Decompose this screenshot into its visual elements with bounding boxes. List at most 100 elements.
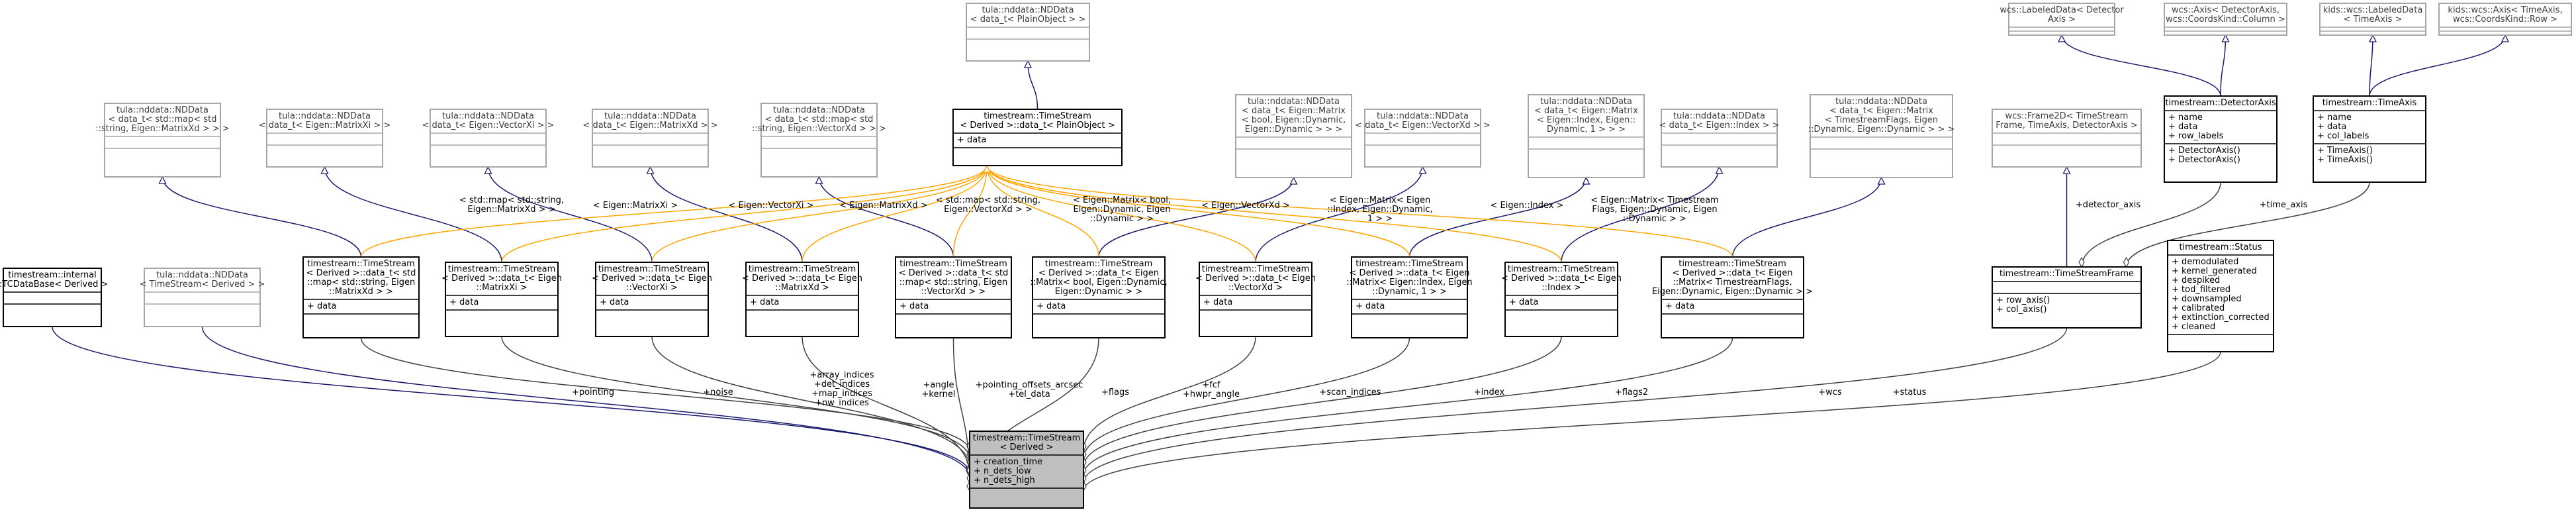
class-node-detector_axis[interactable]: timestream::DetectorAxis+ name+ data+ ro…	[2164, 95, 2277, 183]
edge-label-line: Eigen::MatrixXd > >	[467, 205, 555, 215]
class-node-nd_matrixxd[interactable]: tula::nddata::NDData< data_t< Eigen::Mat…	[582, 109, 718, 168]
template-instance-edge	[952, 166, 988, 258]
class-nodes: timestream::TimeStream< Derived >+ creat…	[0, 3, 2572, 509]
class-node-nd_matrix_bool[interactable]: tula::nddata::NDData< data_t< Eigen::Mat…	[1235, 94, 1352, 178]
usage-edge	[651, 336, 970, 467]
attribute-name: n_dets_high	[984, 476, 1035, 486]
class-node-nd_matrixxi[interactable]: tula::nddata::NDData< data_t< Eigen::Mat…	[259, 109, 391, 168]
inheritance-edge	[1028, 61, 1038, 110]
class-node-ts_matrix_bool[interactable]: timestream::TimeStream< Derived >::data_…	[1030, 256, 1168, 338]
class-node-target[interactable]: timestream::TimeStream< Derived >+ creat…	[969, 431, 1084, 509]
edge-label-line: +scan_indices	[1319, 387, 1381, 397]
class-node-kids_axis_time[interactable]: kids::wcs::Axis< TimeAxis,wcs::CoordsKin…	[2438, 3, 2572, 36]
usage-edge	[1083, 337, 1410, 459]
class-title-line: timestream::TimeStream	[899, 259, 1007, 269]
class-box	[1661, 256, 1804, 338]
edge-label-t_vectorxd: < Eigen::VectorXd >	[1201, 201, 1290, 211]
class-box	[1992, 109, 2142, 168]
class-node-ts_flags[interactable]: timestream::TimeStream< Derived >::data_…	[1652, 256, 1813, 338]
visibility-public: +	[750, 297, 760, 307]
inheritance-edge	[201, 326, 970, 478]
class-node-kids_labeled[interactable]: kids::wcs::LabeledData< TimeAxis >	[2319, 3, 2426, 36]
edge-label-t_index: < Eigen::Index >	[1491, 201, 1564, 211]
template-instance-edge	[802, 166, 987, 263]
inheritance-edge	[1098, 178, 1294, 258]
class-attribute: + data	[899, 301, 929, 311]
class-node-status[interactable]: timestream::Status+ demodulated+ kernel_…	[2167, 240, 2274, 352]
class-node-nd_map_matrix[interactable]: tula::nddata::NDData< data_t< std::map< …	[95, 103, 230, 178]
class-node-ts_map_vector[interactable]: timestream::TimeStream< Derived >::data_…	[895, 256, 1012, 338]
class-title-line: ::Matrix< bool, Eigen::Dynamic,	[1030, 278, 1167, 287]
visibility-public: +	[307, 301, 317, 311]
class-box	[1810, 94, 1953, 178]
edge-label-line: +time_axis	[2260, 200, 2308, 210]
class-box	[895, 256, 1012, 338]
class-attribute: + data	[2168, 122, 2197, 132]
attribute-name: calibrated	[2182, 303, 2225, 313]
edge-label-line: +pointing	[572, 387, 614, 397]
class-node-ts_matrixxi[interactable]: timestream::TimeStream< Derived >::data_…	[441, 262, 562, 337]
class-node-ts_vectorxi[interactable]: timestream::TimeStream< Derived >::data_…	[592, 262, 712, 337]
class-node-nd_vectorxd[interactable]: tula::nddata::NDData< data_t< Eigen::Vec…	[1355, 109, 1491, 168]
usage-edge	[2127, 181, 2370, 267]
class-node-nd_index[interactable]: tula::nddata::NDData< data_t< Eigen::Ind…	[1659, 109, 1780, 168]
template-instance-edge	[987, 166, 1410, 258]
class-title-line: tula::nddata::NDData	[982, 5, 1074, 15]
attribute-name: extinction_corrected	[2182, 313, 2270, 323]
class-box	[760, 103, 878, 178]
class-node-nd_map_vector[interactable]: tula::nddata::NDData< data_t< std::map< …	[752, 103, 886, 178]
class-node-tcdatabase[interactable]: timestream::internal::TCDataBase< Derive…	[0, 268, 108, 327]
visibility-public: +	[1996, 305, 2006, 315]
relationship-edges	[52, 35, 2505, 491]
attribute-name: name	[2327, 113, 2352, 123]
class-node-ts_plain[interactable]: timestream::TimeStream< Derived >::data_…	[952, 109, 1123, 166]
edge-label-line: < std::map< std::string,	[936, 195, 1040, 205]
class-box	[1992, 266, 2142, 329]
visibility-public: +	[2168, 155, 2178, 165]
class-node-nd_plain[interactable]: tula::nddata::NDData< data_t< PlainObjec…	[966, 3, 1090, 62]
class-box	[966, 3, 1090, 62]
class-method: + col_axis()	[1996, 305, 2047, 315]
edge-label-line: +det_indices	[814, 380, 870, 389]
class-node-nd_flags[interactable]: tula::nddata::NDData< data_t< Eigen::Mat…	[1808, 94, 1955, 178]
class-box	[1351, 256, 1468, 338]
edge-label-line: +angle	[923, 380, 954, 390]
class-node-wcs_labeled[interactable]: wcs::LabeledData< DetectorAxis >	[2000, 3, 2124, 36]
class-box	[1199, 262, 1312, 337]
class-node-ts_matrix_index[interactable]: timestream::TimeStream< Derived >::data_…	[1346, 256, 1473, 338]
class-node-nd_matrix_index[interactable]: tula::nddata::NDData< data_t< Eigen::Mat…	[1528, 94, 1645, 178]
class-method: + DetectorAxis()	[2168, 146, 2240, 156]
usage-edge	[2082, 181, 2221, 267]
class-box	[430, 109, 547, 168]
edge-label-line: +wcs	[1818, 387, 1842, 397]
inheritance-edge	[2062, 35, 2221, 97]
class-node-ts_matrixxd[interactable]: timestream::TimeStream< Derived >::data_…	[742, 262, 862, 337]
class-method: + TimeAxis()	[2317, 146, 2373, 156]
class-node-wcs_frame2d[interactable]: wcs::Frame2D< TimeStreamFrame, TimeAxis,…	[1992, 109, 2142, 168]
attribute-name: despiked	[2182, 276, 2220, 285]
edge-label-line: 1 > >	[1367, 214, 1393, 224]
class-node-nd_ts_derived[interactable]: tula::nddata::NDData< TimeStream< Derive…	[140, 268, 265, 327]
class-node-wcs_axis_detector[interactable]: wcs::Axis< DetectorAxis,wcs::CoordsKind:…	[2164, 3, 2287, 36]
edge-label-line: +nw_indices	[815, 398, 869, 408]
edge-label-offsets: +pointing_offsets_arcsec+tel_data	[976, 380, 1083, 399]
edge-label-line: +hwpr_angle	[1183, 389, 1240, 399]
visibility-public: +	[2317, 155, 2327, 165]
class-node-ts_frame[interactable]: timestream::TimeStreamFrame+ row_axis()+…	[1992, 266, 2142, 329]
class-node-ts_map_matrix[interactable]: timestream::TimeStream< Derived >::data_…	[302, 256, 420, 338]
class-node-nd_vectorxi[interactable]: tula::nddata::NDData< data_t< Eigen::Vec…	[422, 109, 555, 168]
class-node-ts_vectorxd[interactable]: timestream::TimeStream< Derived >::data_…	[1195, 262, 1316, 337]
class-title-line: wcs::Frame2D< TimeStream	[2005, 111, 2129, 121]
class-node-time_axis[interactable]: timestream::TimeAxis+ name+ data+ col_la…	[2313, 95, 2426, 183]
edge-label-line: Eigen::VectorXd > >	[944, 205, 1033, 215]
class-attribute: + row_labels	[2168, 131, 2224, 141]
class-node-ts_index[interactable]: timestream::TimeStream< Derived >::data_…	[1501, 262, 1622, 337]
visibility-public: +	[2172, 257, 2182, 267]
template-instance-edge	[987, 166, 1733, 258]
template-instance-edge	[651, 166, 987, 263]
edge-label-line: +flags	[1101, 387, 1129, 397]
class-title-line: ::VectorXd > >	[921, 287, 986, 297]
class-attribute: + despiked	[2172, 276, 2220, 285]
class-title-line: < TimestreamFlags, Eigen	[1825, 115, 1938, 125]
class-title-line: wcs::CoordsKind::Row >	[2453, 15, 2557, 25]
